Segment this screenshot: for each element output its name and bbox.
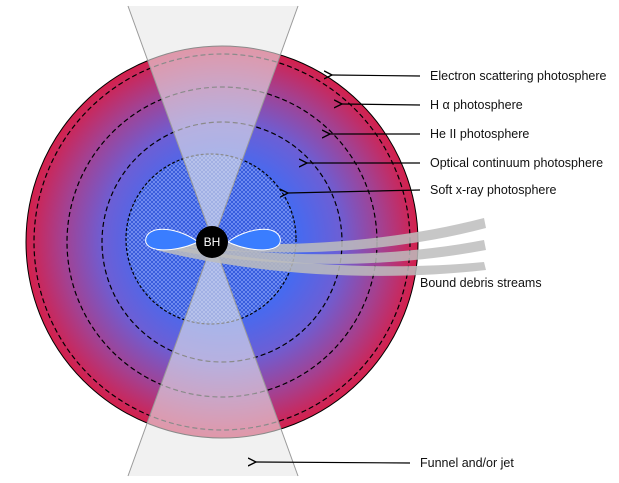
- optical-continuum-label: Optical continuum photosphere: [430, 156, 603, 170]
- black-hole: [196, 226, 228, 258]
- soft-xray-photosphere-ring: [125, 153, 297, 325]
- debris-label: Bound debris streams: [420, 276, 542, 290]
- funnel-arrow: [256, 462, 411, 463]
- debris-stream-3: [156, 242, 486, 276]
- h-alpha-arrow: [342, 104, 421, 105]
- soft-xray-label: Soft x-ray photosphere: [430, 183, 557, 197]
- he-ii-label: He II photosphere: [430, 127, 529, 141]
- h-alpha-label: H α photosphere: [430, 98, 523, 112]
- soft-xray-arrow: [288, 190, 421, 193]
- electron-scattering-arrow: [332, 75, 421, 76]
- black-hole-label: BH: [204, 235, 221, 249]
- funnel-label: Funnel and/or jet: [420, 456, 514, 470]
- left-lobe: [145, 228, 199, 251]
- electron-scattering-label: Electron scattering photosphere: [430, 69, 607, 83]
- right-lobe: [227, 228, 281, 251]
